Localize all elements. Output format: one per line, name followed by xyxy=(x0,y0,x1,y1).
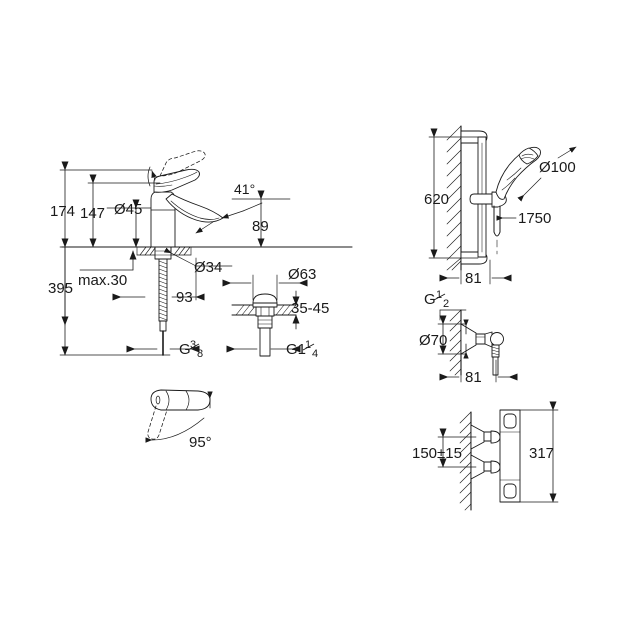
shank-thread-pattern xyxy=(158,260,168,321)
shower-hose-bend xyxy=(493,231,501,237)
dim-text-395: 395 xyxy=(48,280,73,297)
dim-text-dia34: Ø34 xyxy=(194,259,222,276)
leader-dia100-upper xyxy=(557,146,577,159)
lever-plan-ghost xyxy=(147,405,168,440)
dim-text-union-81: 81 xyxy=(465,369,482,386)
lever-plan-pivot xyxy=(155,395,161,405)
shower-wall-hatch xyxy=(446,125,462,271)
thermostat-handle-top xyxy=(503,413,517,429)
thermostat-escutcheon-top xyxy=(470,424,485,450)
union-escutcheon xyxy=(460,323,477,355)
dim-text-supply-thread: G xyxy=(179,341,191,358)
thermostat-handle-bottom xyxy=(503,483,517,499)
thermostat-wall-hatch xyxy=(459,411,472,511)
dim-text-waste-thread-denominator: 4 xyxy=(312,348,318,360)
thermostat-escutcheon-bottom xyxy=(470,454,485,480)
thermostat-body xyxy=(499,409,521,503)
fraction-bar-g12 xyxy=(433,293,446,301)
dim-text-317: 317 xyxy=(529,445,554,462)
dim-text-max30: max.30 xyxy=(78,272,127,289)
lever-angle-arc xyxy=(147,166,151,187)
dim-text-89: 89 xyxy=(252,218,269,235)
dim-text-dia45: Ø45 xyxy=(114,201,142,218)
mixer-shank-collar xyxy=(154,246,172,260)
dim-text-union-thread-denominator: 2 xyxy=(443,298,449,310)
hand-shower-grip-seam xyxy=(506,167,522,181)
shower-face-detail-1 xyxy=(521,153,534,157)
dim-text-35-45: 35-45 xyxy=(291,300,329,317)
leader-41deg-b xyxy=(242,202,263,212)
dim-text-41deg: 41° xyxy=(234,181,255,197)
dim-text-1750: 1750 xyxy=(518,210,551,227)
dim-text-dia63: Ø63 xyxy=(288,266,316,283)
union-hex-nut xyxy=(475,333,486,345)
leader-dia100-lower xyxy=(517,177,542,202)
leader-spout-arrow xyxy=(195,221,214,234)
dimension-text-labels: 174 147 Ø45 max.30 395 Ø34 93 41° 89 G 3… xyxy=(48,159,576,462)
dim-text-95deg: 95° xyxy=(189,434,212,451)
dim-text-147: 147 xyxy=(80,205,105,222)
dim-text-waste-thread-numerator: 1 xyxy=(305,339,311,351)
hand-shower-grip-seam-2 xyxy=(501,177,516,191)
shank-nut xyxy=(159,320,167,332)
waste-cap-flange xyxy=(252,302,278,308)
dim-text-supply-thread-numerator: 3 xyxy=(190,339,196,351)
dim-text-dia70: Ø70 xyxy=(419,332,447,349)
union-tail xyxy=(492,356,499,376)
waste-cap xyxy=(252,293,278,304)
lever-plan-seam-2 xyxy=(185,390,190,411)
swivel-angle-arc xyxy=(145,417,205,443)
drawing-geometry xyxy=(59,125,577,511)
thermostat-nut-top xyxy=(483,431,492,442)
union-ball-joint xyxy=(490,332,504,346)
dim-text-waste-thread: G1 xyxy=(286,341,306,358)
lever-plan-seam-1 xyxy=(165,390,170,411)
view-pop-up-waste xyxy=(222,274,308,357)
thermostat-nut-bottom xyxy=(483,461,492,472)
thermostat-inlet-bottom xyxy=(490,460,501,474)
dim-text-union-thread: G xyxy=(424,291,436,308)
hand-shower-faceplate xyxy=(518,147,539,165)
dim-text-supply-thread-denominator: 8 xyxy=(197,348,203,360)
dim-text-620: 620 xyxy=(424,191,449,208)
view-shower-rail xyxy=(428,125,577,285)
leader-41deg-a xyxy=(221,210,244,219)
leader-dia34 xyxy=(163,247,197,267)
fraction-bar-g114 xyxy=(302,343,315,351)
view-wall-union xyxy=(437,309,518,383)
union-thread-lines xyxy=(491,346,500,356)
mixer-spout-highlight xyxy=(170,200,220,220)
dim-text-150pm15: 150±15 xyxy=(412,445,462,462)
dim-text-dia100: Ø100 xyxy=(539,159,576,176)
lever-angle-arrow xyxy=(151,170,157,181)
waste-tailpiece xyxy=(259,327,271,357)
fraction-bar-g38 xyxy=(187,343,200,351)
waste-body-upper xyxy=(255,306,275,317)
union-wall-hatch xyxy=(449,309,462,376)
shower-face-detail-2 xyxy=(520,157,535,160)
dim-text-93: 93 xyxy=(176,289,193,306)
mixer-lever-seam xyxy=(155,171,198,185)
dim-text-union-thread-numerator: 1 xyxy=(436,289,442,301)
thermostat-inlet-top xyxy=(490,430,501,444)
view-thermostat xyxy=(437,401,559,511)
mixer-lever-open-position xyxy=(159,150,206,177)
view-lever-rotation xyxy=(145,389,213,443)
waste-body-lower xyxy=(257,315,273,329)
dim-text-174: 174 xyxy=(50,203,75,220)
mixer-lever-detail xyxy=(153,184,173,187)
dim-text-rail-81: 81 xyxy=(465,270,482,287)
view-basin-mixer xyxy=(59,150,353,356)
